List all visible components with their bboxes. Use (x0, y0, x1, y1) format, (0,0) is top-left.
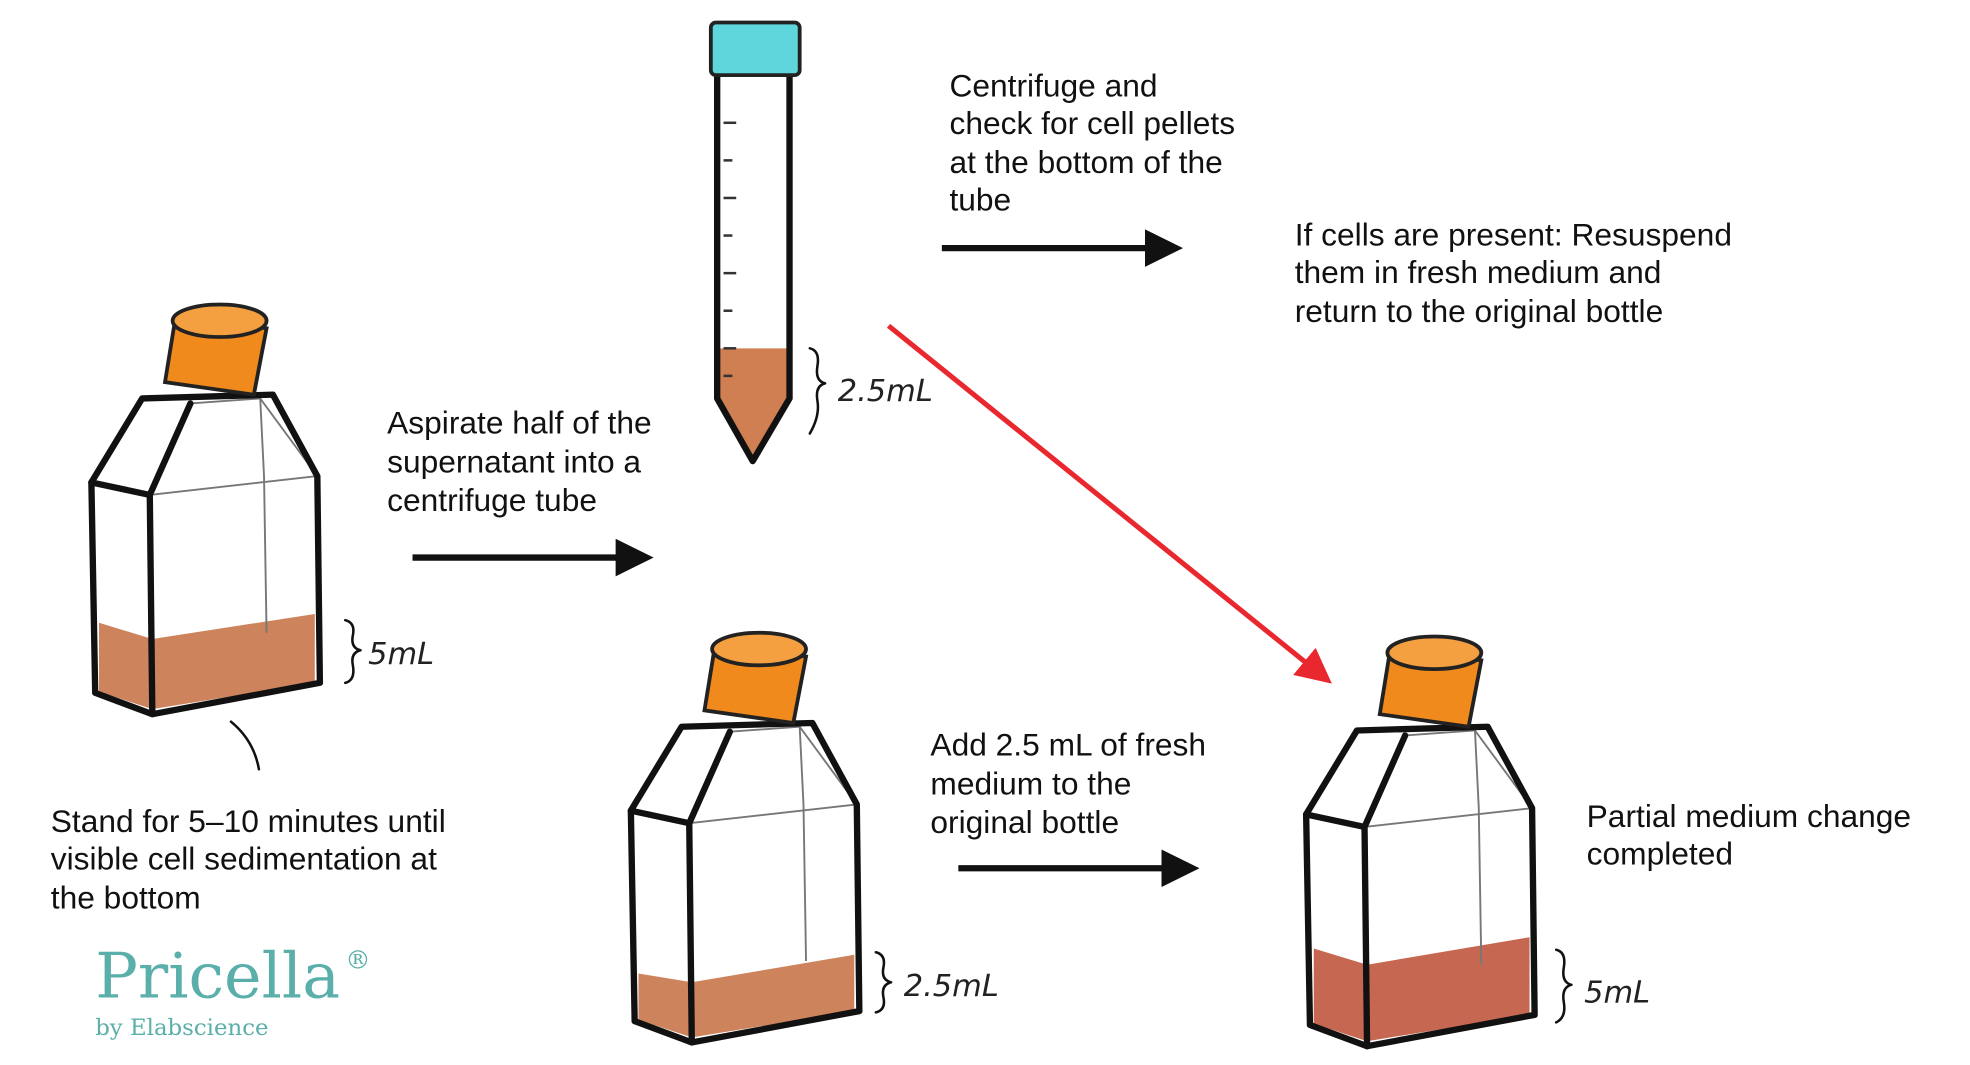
step-stand: Stand for 5–10 minutes until visible cel… (51, 803, 455, 915)
logo-registered-mark: ® (345, 946, 370, 975)
centrifuge-tube: 2.5mL (708, 20, 933, 465)
sediment-stroke (229, 720, 261, 771)
step-aspirate: Aspirate half of the supernatant into a … (387, 405, 660, 518)
volume-label: 5mL (368, 637, 434, 672)
volume-label: 2.5mL (904, 969, 999, 1004)
tube-medium (719, 348, 789, 459)
flask-start: 5mL (91, 304, 434, 771)
flask-half (631, 633, 859, 1043)
volume-bracket (808, 347, 827, 435)
step-add-medium: Add 2.5 mL of fresh medium to the origin… (930, 727, 1214, 840)
volume-label: 2.5mL (838, 374, 933, 409)
step-resuspend: If cells are present: Resuspend them in … (1295, 217, 1741, 329)
medium-fill (99, 613, 315, 710)
step-centrifuge: Centrifuge and check for cell pellets at… (949, 68, 1243, 218)
step-completed: Partial medium change completed (1587, 798, 1920, 871)
pricella-logo: Pricella ® by Elabscience (95, 939, 370, 1041)
medium-fill (638, 954, 855, 1038)
volume-label: 5mL (1584, 976, 1650, 1011)
arrow-return-cells (886, 323, 1332, 684)
volume-bracket (343, 618, 362, 685)
volume-bracket (874, 950, 893, 1014)
logo-name: Pricella (95, 939, 340, 1013)
flask-end (1306, 636, 1534, 1046)
medium-fill (1313, 937, 1530, 1042)
volume-bracket (1554, 948, 1573, 1024)
tube-cap (708, 20, 802, 78)
logo-tagline: by Elabscience (95, 1015, 268, 1041)
